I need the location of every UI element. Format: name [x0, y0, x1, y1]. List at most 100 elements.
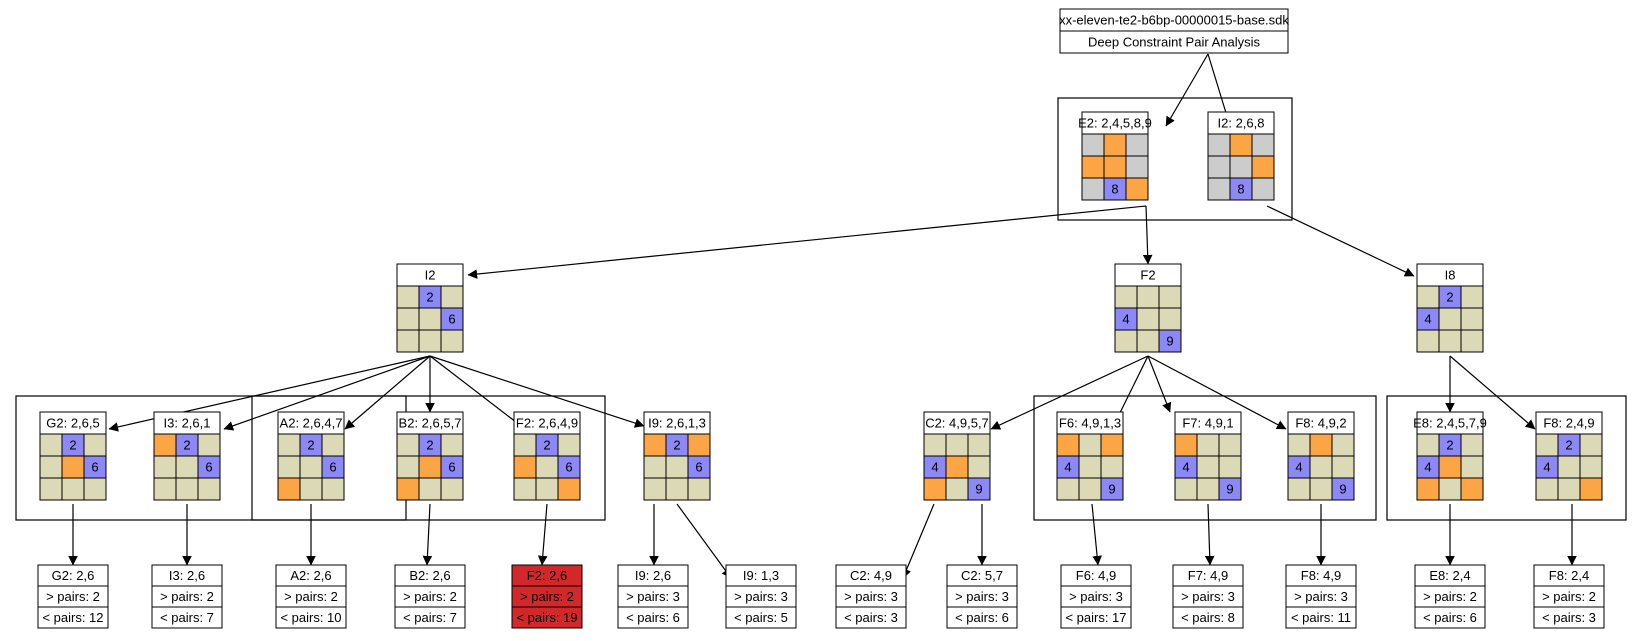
leaf-node-title: I9: 2,6	[635, 568, 671, 583]
grid-cell-value: 6	[695, 460, 702, 475]
leaf-node-row	[37, 606, 109, 629]
grid-cell	[1287, 477, 1311, 501]
leaf-node-row	[1285, 606, 1357, 629]
tree-edge	[1142, 205, 1153, 265]
grid-cell	[1535, 477, 1559, 501]
leaf-node-a2-leaf: A2: 2,6> pairs: 2< pairs: 10	[275, 564, 347, 629]
leaf-greater-pairs: > pairs: 3	[626, 589, 680, 604]
grid-node-label: I2: 2,6,8	[1218, 116, 1265, 131]
grid-cell	[1460, 329, 1484, 353]
grid-node-f7: F7: 4,9,149	[1174, 411, 1242, 501]
grid-cell	[1081, 177, 1105, 201]
grid-cell	[945, 455, 969, 479]
grid-cell	[1218, 433, 1242, 457]
leaf-node-e8-leaf: E8: 2,4> pairs: 2< pairs: 6	[1414, 564, 1486, 629]
grid-cell	[1078, 455, 1102, 479]
grid-cell	[396, 329, 420, 353]
leaf-less-pairs: < pairs: 6	[626, 610, 680, 625]
leaf-node-g2-leaf: G2: 2,6> pairs: 2< pairs: 12	[37, 564, 109, 629]
grid-cell	[1438, 455, 1462, 479]
grid-cell	[440, 329, 464, 353]
leaf-node-row	[1414, 606, 1486, 629]
root-subtitle: Deep Constraint Pair Analysis	[1088, 35, 1260, 50]
grid-cell	[1229, 155, 1253, 179]
tree-edge	[990, 355, 1149, 430]
leaf-less-pairs: < pairs: 7	[403, 610, 457, 625]
grid-node-label: I8	[1445, 268, 1456, 283]
grid-cell-value: 2	[426, 290, 433, 305]
leaf-node-title: F8: 2,4	[1549, 568, 1589, 583]
grid-cell-value: 2	[307, 438, 314, 453]
grid-cell	[396, 307, 420, 331]
tree-edge	[344, 355, 431, 430]
grid-cell	[687, 433, 711, 457]
grid-cell	[687, 477, 711, 501]
grid-cell	[1331, 455, 1355, 479]
tree-edge	[1449, 355, 1536, 430]
grid-node-label: C2: 4,9,5,7	[925, 416, 989, 431]
tree-edge	[429, 355, 645, 428]
grid-cell	[153, 477, 177, 501]
grid-node-label: F6: 4,9,1,3	[1059, 416, 1121, 431]
grid-cell-value: 2	[1446, 290, 1453, 305]
grid-cell	[39, 477, 63, 501]
grid-cell	[1158, 285, 1182, 309]
leaf-node-title: I9: 1,3	[743, 568, 779, 583]
grid-node-label: B2: 2,6,5,7	[399, 416, 462, 431]
leaf-greater-pairs: > pairs: 3	[1294, 589, 1348, 604]
grid-node-label: F2	[1140, 268, 1155, 283]
leaf-node-title: C2: 5,7	[961, 568, 1003, 583]
grid-cell	[1535, 433, 1559, 457]
leaf-node-title: I3: 2,6	[169, 568, 205, 583]
grid-cell	[557, 477, 581, 501]
grid-cell-value: 6	[329, 460, 336, 475]
leaf-less-pairs: < pairs: 7	[160, 610, 214, 625]
grid-cell	[1438, 477, 1462, 501]
leaf-greater-pairs: > pairs: 3	[955, 589, 1009, 604]
grid-cell	[1309, 433, 1333, 457]
grid-cell	[299, 477, 323, 501]
root-filename: xx-eleven-te2-b6bp-00000015-base.sdk	[1059, 13, 1289, 28]
leaf-node-title: B2: 2,6	[409, 568, 450, 583]
leaf-node-row	[511, 606, 583, 629]
grid-cell	[1103, 133, 1127, 157]
grid-cell-value: 9	[1226, 482, 1233, 497]
grid-cell	[1251, 133, 1275, 157]
leaf-node-title: F6: 4,9	[1076, 568, 1116, 583]
leaf-greater-pairs: > pairs: 3	[844, 589, 898, 604]
tree-edge	[467, 205, 1147, 279]
leaf-node-row	[1533, 606, 1605, 629]
leaf-node-f8b-leaf: F8: 2,4> pairs: 2< pairs: 3	[1533, 564, 1605, 629]
grid-cell	[1081, 155, 1105, 179]
grid-node-label: F8: 4,9,2	[1295, 416, 1346, 431]
root-node-subheader	[1059, 30, 1289, 54]
tree-edge	[676, 503, 732, 579]
grid-cell-value: 9	[1108, 482, 1115, 497]
leaf-less-pairs: < pairs: 5	[734, 610, 788, 625]
grid-cell	[665, 455, 689, 479]
grid-cell	[1579, 455, 1603, 479]
leaf-node-title: F7: 4,9	[1188, 568, 1228, 583]
node-cluster-box	[251, 395, 606, 521]
grid-cell	[418, 329, 442, 353]
grid-cell	[1331, 477, 1355, 501]
leaf-node-row	[394, 606, 466, 629]
grid-cell	[1579, 433, 1603, 457]
grid-cell	[396, 455, 420, 479]
grid-cell	[418, 455, 442, 479]
leaf-less-pairs: < pairs: 6	[1423, 610, 1477, 625]
leaf-less-pairs: < pairs: 19	[516, 610, 577, 625]
leaf-node-row	[1172, 606, 1244, 629]
tree-edge	[902, 503, 935, 579]
leaf-greater-pairs: > pairs: 2	[46, 589, 100, 604]
grid-cell	[1056, 433, 1080, 457]
grid-cell	[153, 433, 177, 457]
leaf-greater-pairs: > pairs: 2	[160, 589, 214, 604]
grid-cell	[1078, 433, 1102, 457]
grid-node-e2: E2: 2,4,5,8,98	[1078, 111, 1152, 201]
leaf-greater-pairs: > pairs: 2	[284, 589, 338, 604]
tree-edge	[223, 355, 431, 431]
grid-cell	[1460, 455, 1484, 479]
grid-cell	[1196, 433, 1220, 457]
grid-cell	[513, 455, 537, 479]
